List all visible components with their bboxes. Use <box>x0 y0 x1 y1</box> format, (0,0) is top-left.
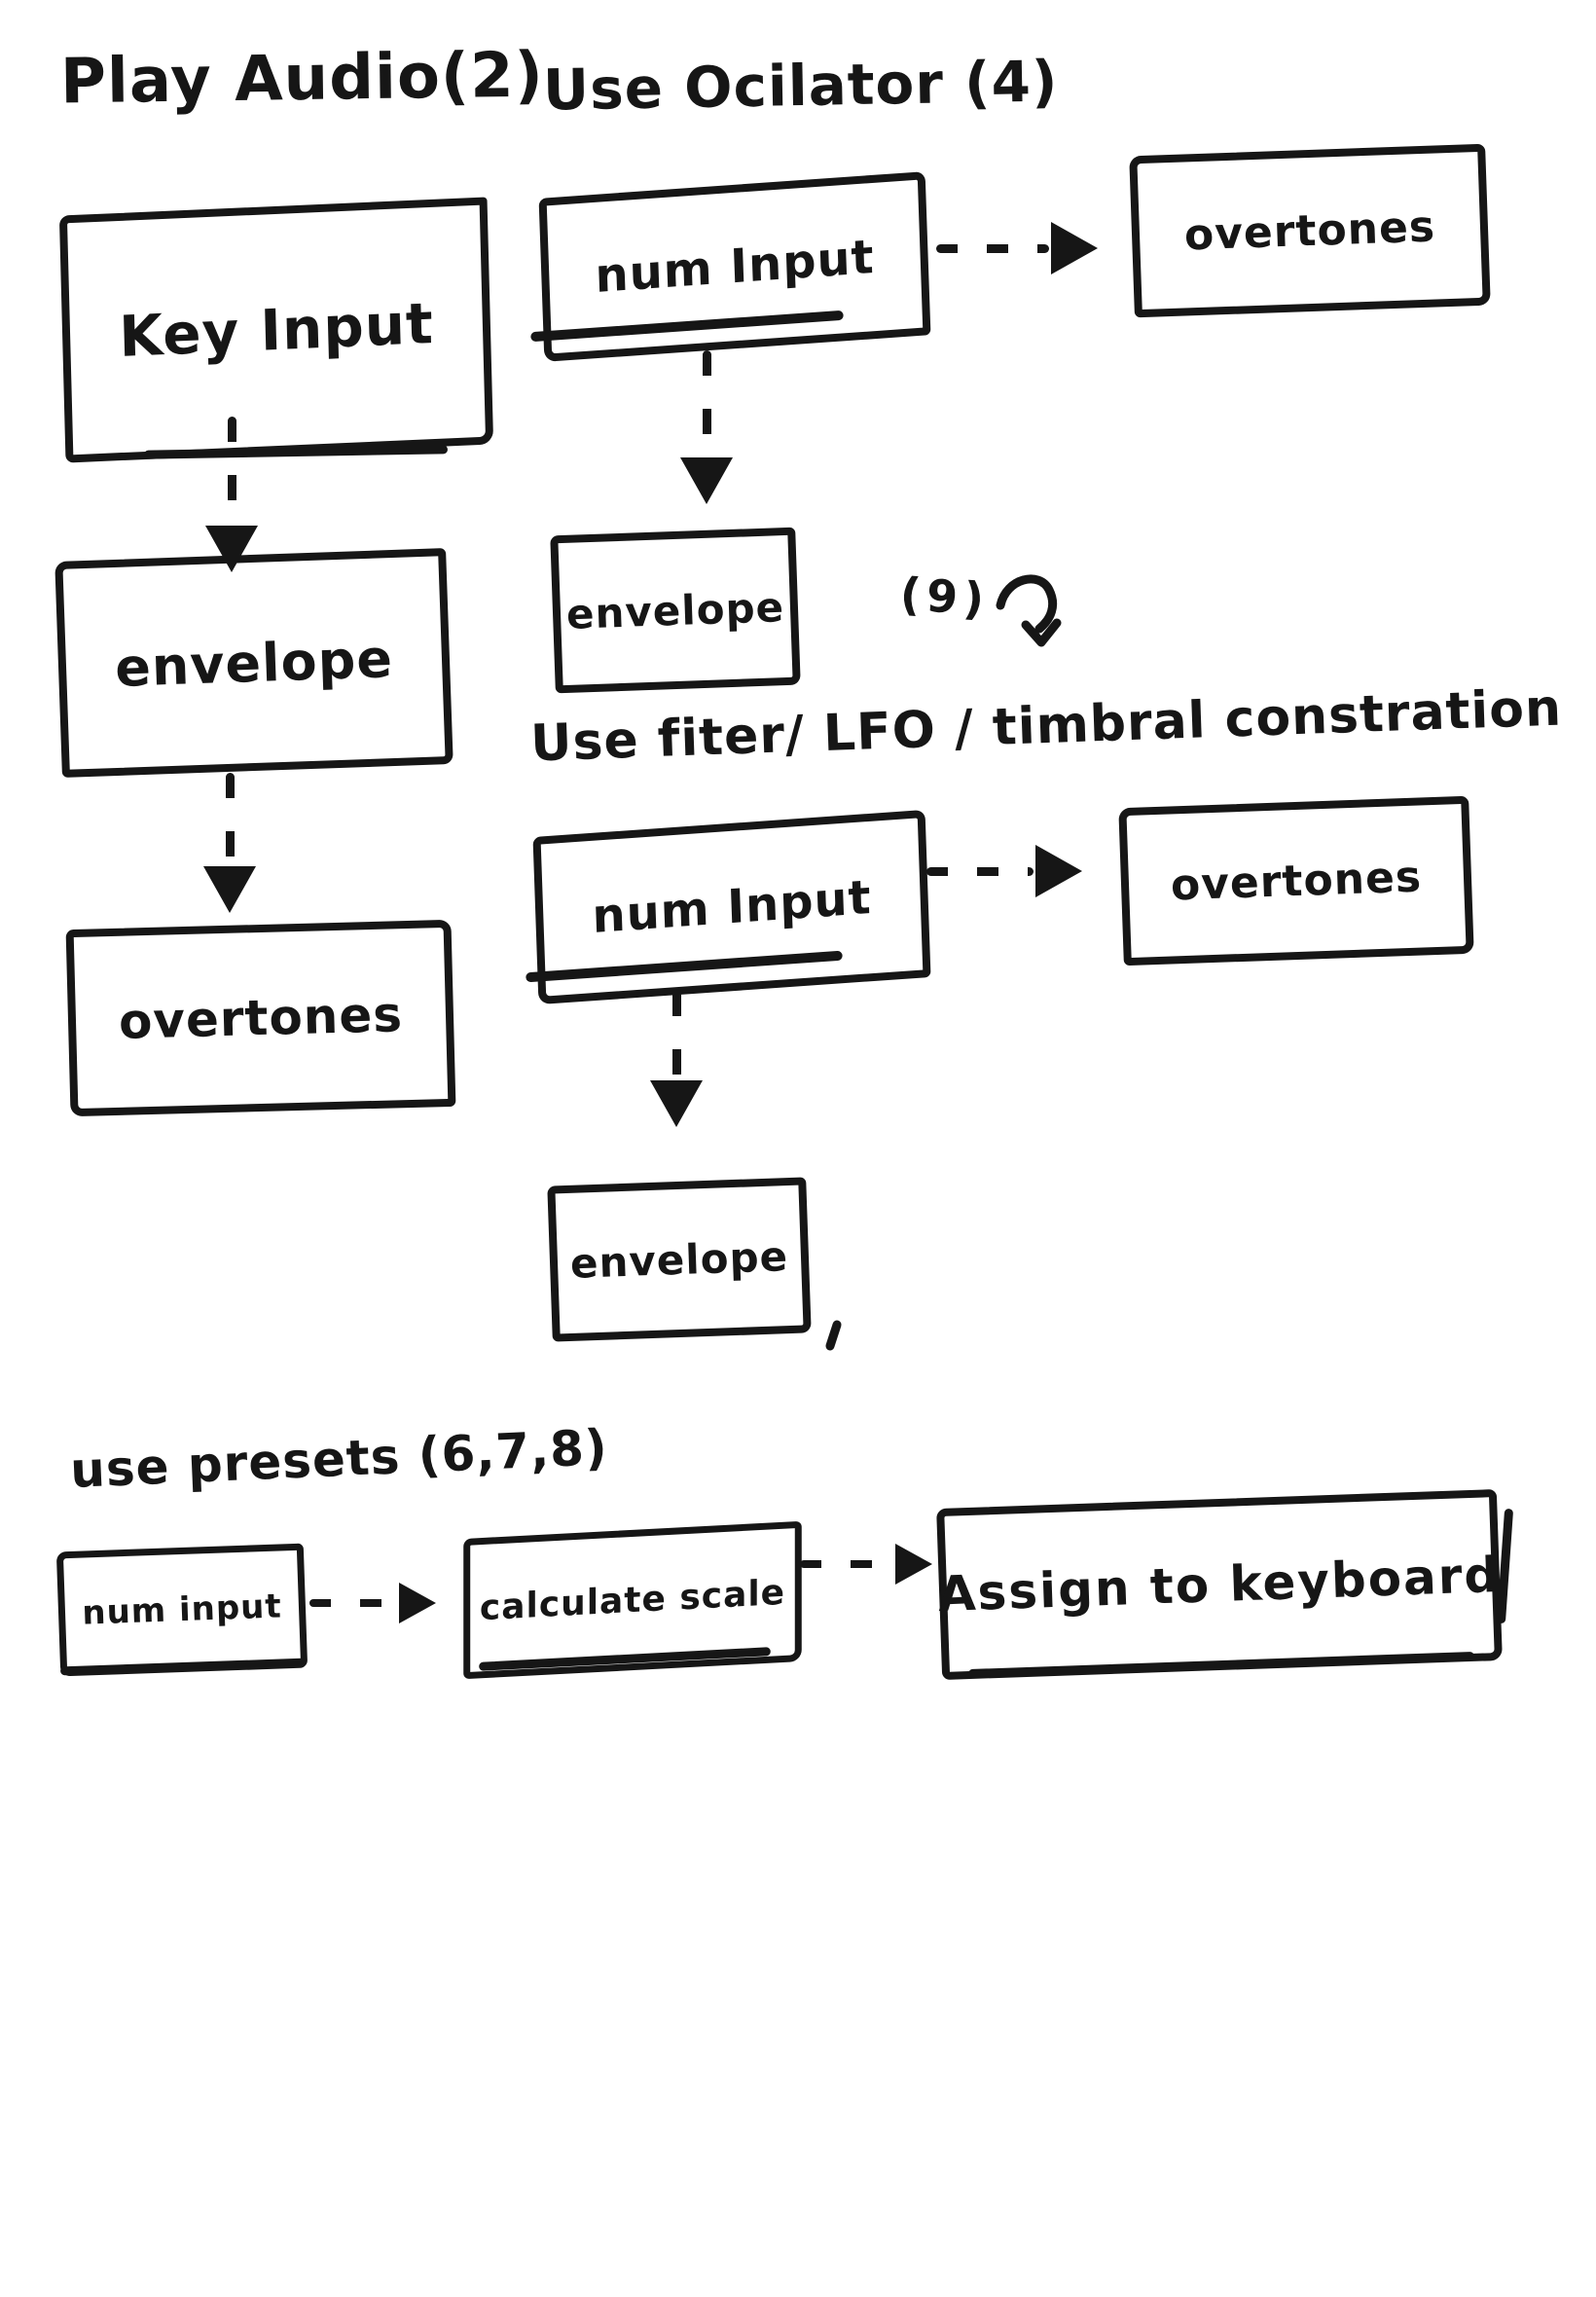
arrow-numinput-to-envelope-filter <box>649 991 704 1127</box>
arrow-numinput-to-envelope-oscillator <box>679 350 734 504</box>
step-9-annotation: (9) <box>898 566 992 627</box>
arrow-keyinput-to-envelope <box>204 417 259 572</box>
title-play-audio: Play Audio(2) <box>59 39 545 119</box>
box-overtones-oscillator: overtones <box>1129 143 1491 318</box>
arrowhead-right-icon <box>1051 222 1098 274</box>
assign-to-keyboard-label: Assign to keyboard <box>936 1546 1503 1623</box>
dashed-line <box>225 773 235 864</box>
arrowhead-right-icon <box>895 1544 932 1585</box>
dashed-line <box>309 1599 397 1607</box>
envelope-oscillator-label: envelope <box>565 582 785 638</box>
dashed-line <box>926 866 1034 876</box>
dashed-line <box>936 243 1049 253</box>
arrowhead-down-icon <box>680 457 733 504</box>
box-key-input: Key Input <box>58 197 494 463</box>
box-num-input-presets: num input <box>55 1543 308 1677</box>
dashed-line <box>702 350 711 456</box>
box-envelope-oscillator: envelope <box>550 527 801 694</box>
box-assign-to-keyboard: Assign to keyboard <box>936 1489 1503 1680</box>
dashed-line <box>800 1560 893 1568</box>
arrow-numinput-to-overtones-filter <box>926 845 1082 897</box>
overtones-left-label: overtones <box>118 986 404 1050</box>
num-input-filter-label: num Input <box>591 869 873 945</box>
arrowhead-down-icon <box>203 866 256 913</box>
envelope-filter-label: envelope <box>569 1231 789 1288</box>
title-use-filter-lfo-timbral: Use fiter/ LFO / timbral constration <box>529 678 1563 774</box>
stray-pen-mark <box>824 1319 843 1352</box>
arrow-numinput-to-calculate-scale <box>309 1583 436 1623</box>
box-overtones-filter: overtones <box>1118 795 1474 966</box>
overtones-filter-label: overtones <box>1170 852 1423 910</box>
num-input-oscillator-label: num Input <box>594 229 876 305</box>
arrow-envelope-to-overtones <box>202 773 257 913</box>
arrow-numinput-to-overtones-oscillator <box>936 222 1098 274</box>
title-use-oscillator: Use Ocilator (4) <box>542 48 1060 124</box>
overtones-oscillator-label: overtones <box>1183 201 1436 260</box>
box-overtones-left: overtones <box>65 919 456 1117</box>
key-input-label: Key Input <box>118 289 435 371</box>
calculate-scale-label: calculate scale <box>479 1572 786 1628</box>
arrowhead-down-icon <box>650 1080 703 1127</box>
envelope-left-label: envelope <box>114 627 394 699</box>
box-envelope-left: envelope <box>54 548 453 778</box>
arrow-calculate-scale-to-assign <box>800 1544 932 1585</box>
arrowhead-right-icon <box>399 1583 436 1623</box>
num-input-presets-label: num input <box>81 1586 283 1633</box>
arrowhead-down-icon <box>205 526 258 572</box>
title-use-presets: use presets (6,7,8) <box>68 1418 609 1500</box>
dashed-line <box>671 991 681 1078</box>
arrowhead-right-icon <box>1035 845 1082 897</box>
curl-arrow-icon <box>996 574 1062 647</box>
dashed-line <box>227 417 236 524</box>
box-envelope-filter: envelope <box>547 1177 812 1342</box>
